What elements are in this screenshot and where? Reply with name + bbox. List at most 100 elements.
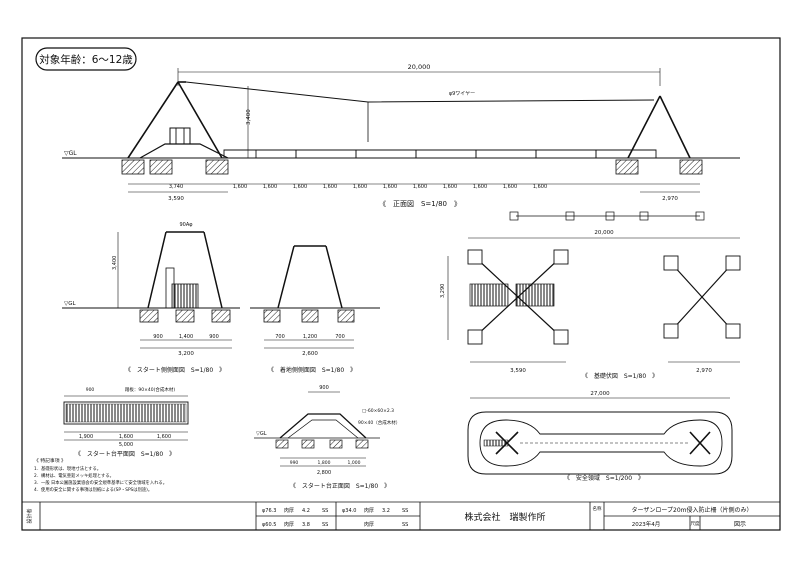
safety-top: 27,000 <box>590 391 610 397</box>
end-side-dim-0: 700 <box>275 334 285 340</box>
title-block-text: 設計者 φ76.3 肉厚 4.2 SS φ34.0 肉厚 3.2 SS φ60.… <box>26 505 753 528</box>
start-front-dim-0: 990 <box>290 460 299 466</box>
front-gl-label: ▽GL <box>64 150 77 157</box>
front-total-span: 20,000 <box>408 63 431 71</box>
pipe-3-size: φ60.5 <box>262 522 276 528</box>
end-side-total: 2,600 <box>302 351 318 357</box>
front-right-base: 2,970 <box>662 196 678 202</box>
start-front-total: 2,800 <box>317 470 331 476</box>
start-front-gl: ▽GL <box>256 431 267 437</box>
start-front-top: 900 <box>319 385 329 391</box>
front-span-7: 1,600 <box>413 184 427 190</box>
sheet-border <box>21 37 781 531</box>
start-front-dim-2: 1,000 <box>348 460 361 466</box>
safety-area <box>467 397 733 475</box>
name-label: 名称 <box>593 505 602 512</box>
start-plan-note: 踏板：90×40(合成木材) <box>125 386 175 393</box>
pipe-1-label: 肉厚 <box>284 507 294 514</box>
end-side-dim-2: 700 <box>335 334 345 340</box>
foundation-left: 3,590 <box>510 368 526 374</box>
start-side-top: 90Aφ <box>179 222 193 228</box>
start-plan-side: 900 <box>86 387 95 393</box>
front-height: 3,400 <box>246 109 252 125</box>
product-name: ターザンロープ20m侵入防止柵（片側のみ） <box>631 506 752 514</box>
foundation-side: 3,290 <box>440 284 446 298</box>
pipe-3-mat: SS <box>322 522 328 528</box>
front-left-base: 3,590 <box>168 196 184 202</box>
start-front-label2: 90×40（合成木材） <box>358 419 400 426</box>
front-wire-label: φ9ワイヤー <box>449 91 475 97</box>
front-span-10: 1,600 <box>503 184 517 190</box>
start-platform-plan <box>63 395 189 441</box>
foundation-plan <box>447 211 741 363</box>
start-platform-plan-labels: 踏板：90×40(合成木材) 900 1,900 1,600 1,600 5,0… <box>75 386 176 458</box>
start-plan-total: 5,000 <box>119 442 133 448</box>
drawing-date: 2023年4月 <box>632 520 661 528</box>
company-name: 株式会社 瑞製作所 <box>464 511 545 523</box>
foundation-top: 20,000 <box>594 230 614 236</box>
pipe-3-thick: 3.8 <box>302 522 310 528</box>
safety-area-labels: 27,000 《 安全領域 S=1/200 》 <box>564 391 644 482</box>
pipe-2-size: φ34.0 <box>342 508 356 514</box>
front-span-8: 1,600 <box>443 184 457 190</box>
front-span-1: 1,600 <box>233 184 247 190</box>
front-span-11: 1,600 <box>533 184 547 190</box>
end-side-dim-1: 1,200 <box>303 334 317 340</box>
pipe-4-label: 肉厚 <box>364 521 374 528</box>
start-side-dim-1: 1,400 <box>179 334 193 340</box>
end-side-labels: 700 1,200 700 2,600 《 着地側側面図 S=1/80 》 <box>268 334 356 374</box>
start-front-dim-1: 1,800 <box>318 460 331 466</box>
start-side-view <box>62 231 240 349</box>
safety-caption: 《 安全領域 S=1/200 》 <box>564 474 644 482</box>
start-platform-front <box>254 391 380 467</box>
start-side-dim-2: 900 <box>209 334 219 340</box>
front-view-labels: 20,000 φ9ワイヤー ▽GL 3,400 3,590 2,970 3,74… <box>64 63 678 208</box>
pipe-1-mat: SS <box>322 508 328 514</box>
foundation-labels: 20,000 3,290 3,590 2,970 《 基礎伏図 S=1/80 》 <box>440 230 712 380</box>
front-view-caption: 《 正面図 S=1/80 》 <box>379 200 461 208</box>
pipe-2-thick: 3.2 <box>382 508 390 514</box>
age-badge-text: 対象年齢：6～12歳 <box>39 53 133 66</box>
start-side-gl: ▽GL <box>64 301 76 307</box>
title-block <box>22 501 780 530</box>
front-span-9: 1,600 <box>473 184 487 190</box>
note-item-2: 2．構材は、電気亜鉛メッキ処理とする。 <box>34 472 114 479</box>
start-plan-dim-0: 1,900 <box>79 434 93 440</box>
start-side-labels: ▽GL 90Aφ 3,400 900 1,400 900 3,200 《 スター… <box>64 222 225 374</box>
start-side-total: 3,200 <box>178 351 194 357</box>
front-span-4: 1,600 <box>323 184 337 190</box>
note-item-1: 1．基礎形状は、現地寸法とする。 <box>34 465 101 472</box>
start-front-caption: 《 スタート台正面図 S=1/80 》 <box>290 482 390 490</box>
front-span-2: 1,600 <box>263 184 277 190</box>
end-side-caption: 《 着地側側面図 S=1/80 》 <box>268 366 356 374</box>
start-plan-dim-1: 1,600 <box>119 434 133 440</box>
start-plan-caption: 《 スタート台平面図 S=1/80 》 <box>75 450 175 458</box>
front-view <box>62 68 740 193</box>
foundation-right: 2,970 <box>696 368 712 374</box>
start-side-height: 3,400 <box>112 256 118 270</box>
front-span-3: 1,600 <box>293 184 307 190</box>
note-item-4: 4．使用の安全に関する事項は別紙による(SP・SPSは別途)。 <box>34 486 152 493</box>
pipe-1-size: φ76.3 <box>262 508 276 514</box>
start-plan-dim-2: 1,600 <box>157 434 171 440</box>
front-span-6: 1,600 <box>383 184 397 190</box>
scale-value: 図示 <box>734 521 746 528</box>
pipe-4-mat: SS <box>402 522 408 528</box>
foundation-caption: 《 基礎伏図 S=1/80 》 <box>582 372 658 380</box>
pipe-2-label: 肉厚 <box>364 507 374 514</box>
notes-title: 《 特記事項 》 <box>34 457 66 464</box>
start-side-caption: 《 スタート側側面図 S=1/80 》 <box>125 366 225 374</box>
notes-block: 《 特記事項 》 1．基礎形状は、現地寸法とする。 2．構材は、電気亜鉛メッキ処… <box>34 457 167 493</box>
pipe-1-thick: 4.2 <box>302 508 310 514</box>
note-item-3: 3．一般 日本公園施設業協会の安全規準基準にて安全領域を入れる。 <box>34 479 167 486</box>
age-badge: 対象年齢：6～12歳 <box>35 47 137 71</box>
pipe-2-mat: SS <box>402 508 408 514</box>
front-span-5: 1,600 <box>353 184 367 190</box>
start-side-dim-0: 900 <box>153 334 163 340</box>
start-front-label1: □-60×60×2.3 <box>362 408 394 414</box>
designer-label: 設計者 <box>26 508 33 523</box>
start-platform-front-labels: 900 □-60×60×2.3 90×40（合成木材） ▽GL 990 1,80… <box>256 385 400 490</box>
pipe-3-label: 肉厚 <box>284 521 294 528</box>
